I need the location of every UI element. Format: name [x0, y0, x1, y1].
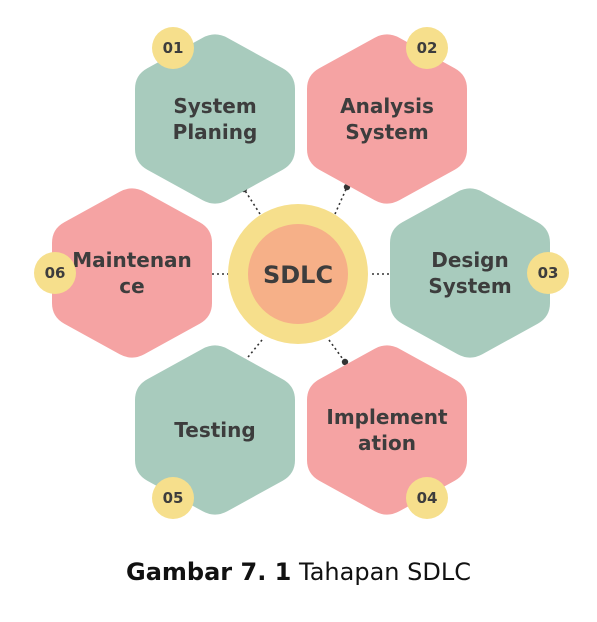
stage-hexagon — [390, 188, 550, 358]
stage-number-badge — [152, 27, 194, 69]
sdlc-diagram: SystemPlaning01AnalysisSystem02DesignSys… — [34, 27, 569, 519]
stage-05: Testing 05 — [135, 345, 295, 519]
stage-label-line: Analysis — [340, 94, 434, 118]
stage-label-line: Testing — [174, 418, 255, 442]
stage-label-line: Design — [431, 248, 508, 272]
stage-number-badge — [152, 477, 194, 519]
stage-hexagon — [307, 34, 467, 204]
stage-label-line: Planing — [173, 120, 258, 144]
stage-number-badge — [406, 477, 448, 519]
connector-line-04 — [328, 339, 346, 363]
figure-caption: Gambar 7. 1 Tahapan SDLC — [0, 558, 597, 586]
caption-text: Tahapan SDLC — [299, 558, 471, 586]
stage-label-line: System — [428, 274, 511, 298]
stage-number: 03 — [538, 264, 559, 282]
stage-label-line: Maintenan — [72, 248, 192, 272]
stage-number-badge — [527, 252, 569, 294]
stage-hexagon — [135, 345, 295, 515]
caption-number: Gambar 7. 1 — [126, 558, 292, 586]
stage-number-badge — [34, 252, 76, 294]
stage-number-badge — [406, 27, 448, 69]
stage-hexagon — [135, 34, 295, 204]
stage-number: 01 — [163, 39, 184, 57]
stage-label-line: System — [345, 120, 428, 144]
stage-hexagon — [52, 188, 212, 358]
stage-hexagons: SystemPlaning01AnalysisSystem02DesignSys… — [34, 27, 569, 519]
stage-label-line: ce — [119, 274, 144, 298]
stage-hexagon — [307, 345, 467, 515]
connector-dot-04 — [341, 358, 349, 366]
connector-line-05 — [243, 339, 263, 363]
stage-label-line: Implement — [326, 405, 448, 429]
stage-number: 04 — [417, 489, 438, 507]
stage-label-line: ation — [358, 431, 416, 455]
sdlc-center: SDLC — [228, 204, 368, 344]
center-core — [248, 224, 348, 324]
connector-line-01 — [243, 188, 261, 215]
connector-line-02 — [334, 186, 348, 215]
center-label: SDLC — [263, 261, 333, 289]
stage-number: 06 — [45, 264, 66, 282]
stage-number: 02 — [417, 39, 438, 57]
stage-label-line: System — [173, 94, 256, 118]
stage-number: 05 — [163, 489, 184, 507]
